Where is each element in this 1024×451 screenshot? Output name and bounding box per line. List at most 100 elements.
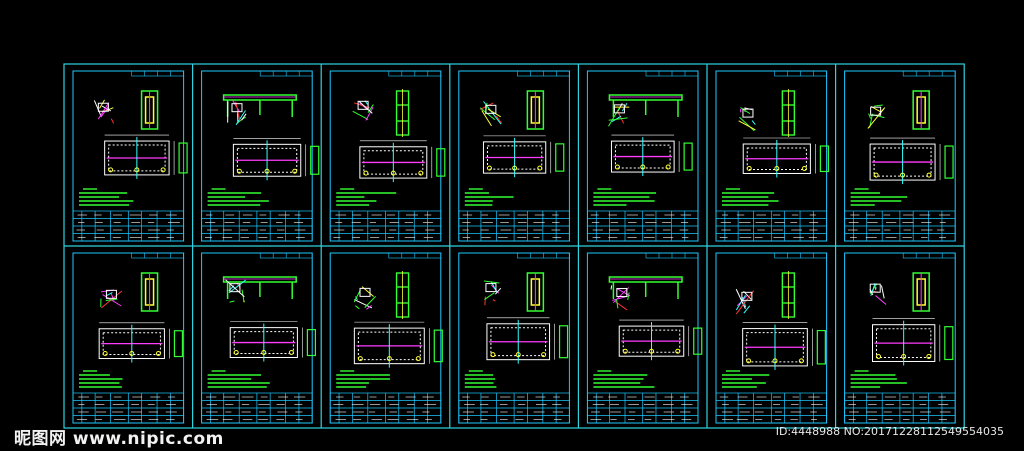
detail-line	[353, 102, 370, 109]
detail-box	[231, 103, 243, 113]
title-block-text-marks	[590, 396, 693, 420]
side-view	[436, 148, 446, 177]
notes-lines	[464, 188, 514, 206]
bolt-hole	[233, 350, 239, 356]
sheet-header-strip	[259, 70, 313, 77]
detail-line	[235, 110, 246, 126]
detail-line	[484, 292, 495, 300]
detail-cluster	[100, 289, 123, 309]
detail-line	[735, 288, 746, 310]
bolt-hole	[665, 164, 671, 170]
bolt-hole	[541, 352, 547, 358]
assembly-view	[353, 321, 443, 368]
detail-box	[613, 104, 625, 114]
bolt-hole	[357, 356, 363, 362]
title-block	[715, 210, 827, 242]
detail-line	[740, 107, 751, 115]
sheet-header-strip	[774, 70, 827, 77]
profile-section	[526, 272, 545, 312]
title-block	[715, 392, 827, 424]
assembly-view	[742, 137, 829, 178]
detail-line	[738, 120, 756, 131]
vertical-profile	[781, 271, 796, 319]
assembly-view	[104, 134, 188, 179]
sheet-header-strip	[645, 252, 699, 259]
detail-line	[612, 287, 630, 304]
detail-cluster	[93, 99, 115, 124]
detail-line	[751, 120, 756, 125]
title-block-text-marks	[76, 396, 177, 420]
drawing-sheet	[329, 252, 443, 424]
detail-line	[875, 295, 887, 305]
title-block	[587, 392, 699, 424]
bolt-hole	[236, 168, 242, 174]
drawing-sheet	[844, 252, 956, 424]
detail-line	[228, 279, 246, 294]
bolt-hole	[261, 350, 267, 356]
bolt-hole	[900, 172, 906, 178]
detail-line	[735, 294, 746, 311]
detail-box	[105, 289, 117, 299]
beam-profile	[608, 276, 683, 299]
side-view	[558, 325, 569, 359]
detail-cluster	[479, 101, 503, 127]
sheet-header-strip	[902, 70, 956, 77]
detail-box	[742, 108, 754, 118]
profile-section	[140, 272, 159, 312]
notes-lines	[207, 188, 269, 206]
detail-line	[616, 288, 631, 297]
detail-line	[494, 287, 502, 295]
title-block-text-marks	[205, 214, 306, 238]
bolt-hole	[134, 167, 140, 173]
drawing-sheet	[329, 70, 446, 242]
sheet-header-strip	[388, 70, 442, 77]
bolt-hole	[746, 165, 752, 171]
detail-cluster	[352, 100, 374, 121]
assembly-view	[232, 138, 320, 181]
side-view	[555, 143, 565, 172]
assembly-view	[98, 322, 184, 363]
bolt-hole	[873, 172, 879, 178]
title-block	[72, 210, 184, 242]
assembly-view	[869, 137, 954, 185]
bolt-hole	[798, 358, 804, 364]
assembly-view	[359, 140, 446, 183]
bolt-hole	[926, 353, 932, 359]
notes-lines	[722, 188, 779, 206]
assembly-view	[618, 319, 703, 361]
bolt-hole	[675, 348, 681, 354]
title-block	[201, 210, 313, 242]
vertical-profile	[395, 271, 410, 319]
drawing-sheet	[844, 70, 956, 242]
title-block	[201, 392, 313, 424]
title-block	[458, 210, 570, 242]
side-view	[819, 145, 829, 173]
drawing-sheet	[72, 70, 188, 242]
notes-lines	[850, 370, 907, 388]
drawing-sheet	[458, 252, 570, 424]
detail-cluster	[735, 288, 755, 315]
detail-line	[873, 104, 883, 107]
vertical-profile	[781, 89, 796, 137]
profile-section	[526, 90, 545, 130]
detail-box	[485, 104, 497, 114]
detail-cluster	[867, 104, 886, 129]
detail-cluster	[610, 285, 631, 311]
detail-line	[364, 296, 376, 308]
detail-line	[99, 99, 105, 109]
detail-line	[495, 115, 503, 124]
detail-cluster	[227, 100, 247, 126]
title-block-text-marks	[333, 214, 435, 238]
detail-line	[241, 113, 247, 121]
beam-profile	[222, 94, 297, 117]
title-block-text-marks	[719, 214, 819, 238]
bolt-hole	[288, 350, 294, 356]
title-block-text-marks	[847, 396, 951, 420]
detail-box	[741, 291, 753, 301]
bolt-hole	[160, 167, 166, 173]
assembly-view	[486, 317, 569, 364]
sheet-header-strip	[259, 252, 313, 259]
bolt-hole	[490, 352, 496, 358]
drawing-sheet	[586, 70, 699, 242]
title-block	[844, 210, 956, 242]
